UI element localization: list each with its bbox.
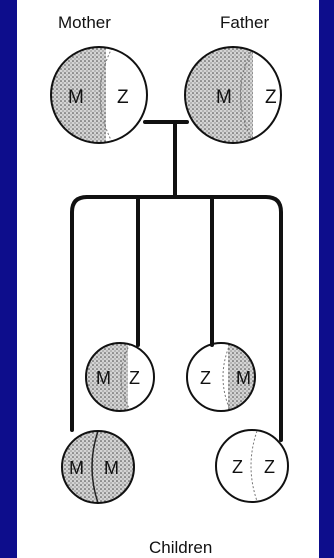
child2-allele-left: Z [200,368,211,388]
mother-circle: M Z [51,47,147,143]
child4-allele-right: Z [264,457,275,477]
father-label: Father [220,13,269,32]
child2-circle: Z M [187,342,256,412]
children-label: Children [149,538,212,557]
child4-circle: Z Z [216,430,288,502]
child1-circle: M Z [85,342,154,412]
mother-label: Mother [58,13,111,32]
child4-allele-left: Z [232,457,243,477]
child1-allele-left: M [96,368,111,388]
mother-allele-right: Z [117,87,129,108]
child1-allele-right: Z [129,368,140,388]
father-allele-right: Z [265,87,277,108]
child3-circle: M M [62,431,134,503]
child3-allele-left: M [69,458,84,478]
children-bar-line [72,197,87,430]
father-circle: M Z [185,47,281,143]
mother-allele-left: M [68,87,84,108]
child3-allele-right: M [104,458,119,478]
child2-allele-right: M [236,368,251,388]
father-allele-left: M [216,87,232,108]
